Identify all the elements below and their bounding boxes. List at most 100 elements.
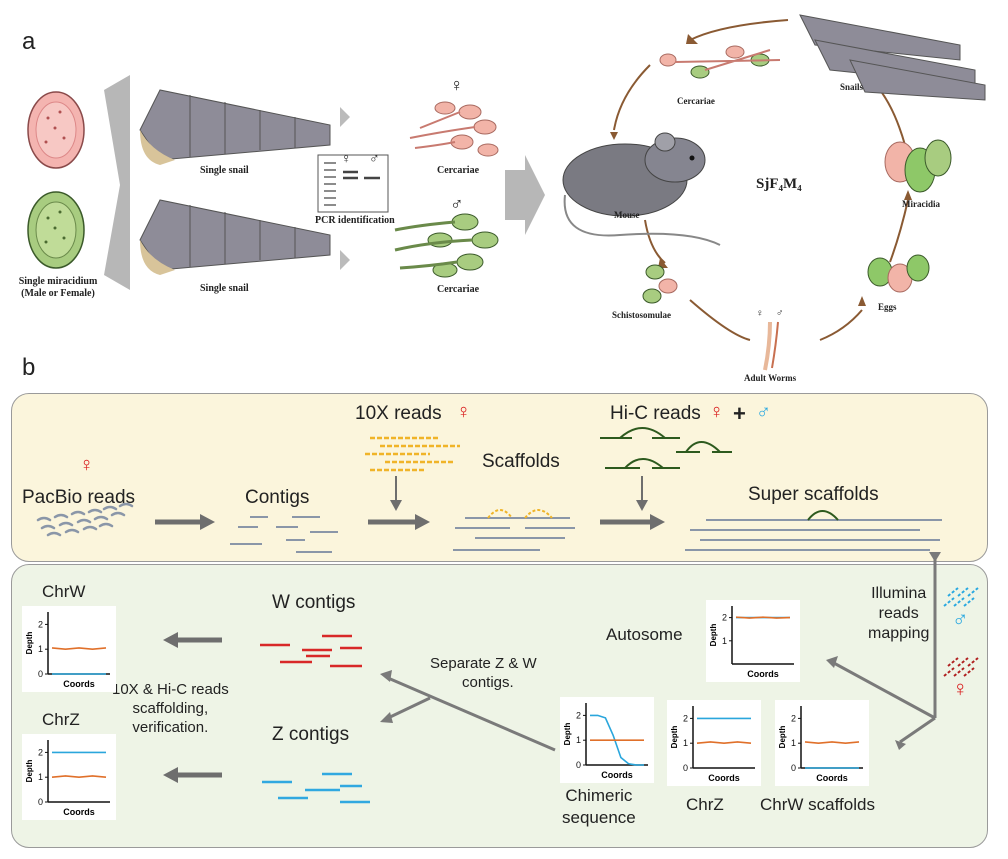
lifecycle-adult-worms-label: Adult Worms (744, 373, 797, 383)
arrow-head-z (380, 712, 393, 723)
eggs-icon (867, 254, 930, 293)
y-tick-label: 1 (722, 636, 727, 646)
y-axis-label: Depth (670, 726, 679, 749)
illumina-label: Illumina reads mapping (868, 585, 930, 642)
y-axis-label: Depth (778, 726, 787, 749)
separate-label: Separate Z & W contigs. (430, 655, 537, 691)
z-contigs-label: Z contigs (272, 724, 350, 745)
cercariae-female-symbol: ♀ (450, 75, 464, 95)
hic-reads-icon (600, 427, 732, 469)
y-tick-label: 0 (38, 797, 43, 807)
arrow-right-icon (368, 514, 430, 530)
lifecycle-cercariae-label: Cercariae (677, 96, 715, 106)
lifecycle-arrows (613, 19, 909, 341)
arrow-left-icon (163, 632, 222, 648)
female-cercariae-icon (409, 101, 499, 157)
x-axis-label: Coords (63, 807, 95, 817)
tenx-label: 10X reads (355, 403, 442, 424)
assembly-panel (11, 393, 988, 562)
x-axis-label: Coords (816, 773, 848, 783)
hic-female-symbol: ♀ (709, 401, 724, 423)
panel-a-letter: a (22, 28, 36, 55)
panel-b-letter: b (22, 354, 36, 381)
cercariae-male-symbol: ♂ (450, 194, 464, 214)
hic-plus: + (733, 401, 746, 426)
lifecycle-miracidia-label: Miracidia (902, 199, 940, 209)
chevron-right-icon (340, 107, 350, 127)
arrow-right-icon (155, 514, 215, 530)
super-scaffolds-icon (685, 510, 942, 551)
snail-bottom-icon (139, 199, 331, 275)
snail-bottom-label: Single snail (200, 283, 249, 294)
pcr-male-symbol: ♂ (369, 150, 380, 166)
series-line-female (51, 647, 107, 651)
x-axis-label: Coords (601, 770, 633, 780)
y-tick-label: 2 (791, 713, 796, 723)
y-tick-label: 1 (38, 644, 43, 654)
arrow-head-autosome (826, 656, 838, 668)
female-miracidium-icon (27, 91, 85, 169)
series-line-female (51, 775, 107, 779)
male-miracidium-icon (27, 191, 85, 269)
series-line-female (696, 741, 752, 745)
series-line-female (804, 741, 860, 745)
lifecycle-mouse-label: Mouse (614, 210, 640, 220)
worm-male-symbol: ♂ (776, 308, 784, 319)
illumina-male-symbol: ♂ (952, 606, 969, 631)
scaffolds-label: Scaffolds (482, 451, 560, 472)
pacbio-female-symbol: ♀ (79, 454, 94, 476)
y-tick-label: 1 (791, 738, 796, 748)
chevron-right-icon (340, 250, 350, 270)
arrow-down-icon (390, 476, 402, 511)
snail-top-icon (139, 89, 331, 165)
pcr-female-symbol: ♀ (341, 150, 352, 166)
x-axis-label: Coords (63, 679, 95, 689)
arrow-right-icon (600, 514, 665, 530)
y-tick-label: 2 (576, 710, 581, 720)
series-line-male (590, 714, 644, 766)
z-contigs-icon (262, 772, 370, 804)
x-axis-label: Coords (747, 669, 779, 679)
miracidia-icon (884, 139, 952, 193)
arrow-head-scaffolds (895, 740, 906, 750)
chimeric-label: Chimeric sequence (562, 786, 636, 827)
pcr-gel-icon (317, 154, 389, 213)
lifecycle-snails-label: Snails (840, 82, 864, 92)
adult-worms-icon (763, 321, 779, 371)
arrow-head-w (380, 670, 392, 682)
y-tick-label: 2 (722, 613, 727, 623)
pcr-label: PCR identification (315, 215, 395, 226)
split-wedge (104, 75, 130, 290)
y-axis-label: Depth (563, 723, 572, 746)
y-axis-label: Depth (25, 760, 34, 783)
chrz-mid-label: ChrZ (686, 795, 724, 814)
lifecycle-cercariae-icon (659, 45, 781, 79)
super-scaffolds-label: Super scaffolds (748, 484, 879, 505)
scaffolding-label: 10X & Hi-C reads scaffolding, verificati… (112, 681, 229, 736)
worm-female-symbol: ♀ (756, 308, 764, 319)
male-cercariae-icon (394, 213, 499, 278)
chrw-title: ChrW (42, 582, 86, 601)
pacbio-label: PacBio reads (22, 487, 136, 508)
illumina-flow-arrows (831, 556, 937, 744)
mouse-icon (562, 132, 721, 246)
y-tick-label: 0 (38, 669, 43, 679)
y-tick-label: 1 (38, 772, 43, 782)
separate-arrows (387, 676, 556, 752)
y-tick-label: 0 (791, 763, 796, 773)
lifecycle-schistosomulae-label: Schistosomulae (612, 310, 672, 320)
lifecycle-eggs-label: Eggs (878, 302, 897, 312)
y-tick-label: 0 (576, 760, 581, 770)
arrow-left-icon (163, 767, 222, 783)
lifecycle-center-label: SjF₄M₄ (756, 176, 802, 192)
